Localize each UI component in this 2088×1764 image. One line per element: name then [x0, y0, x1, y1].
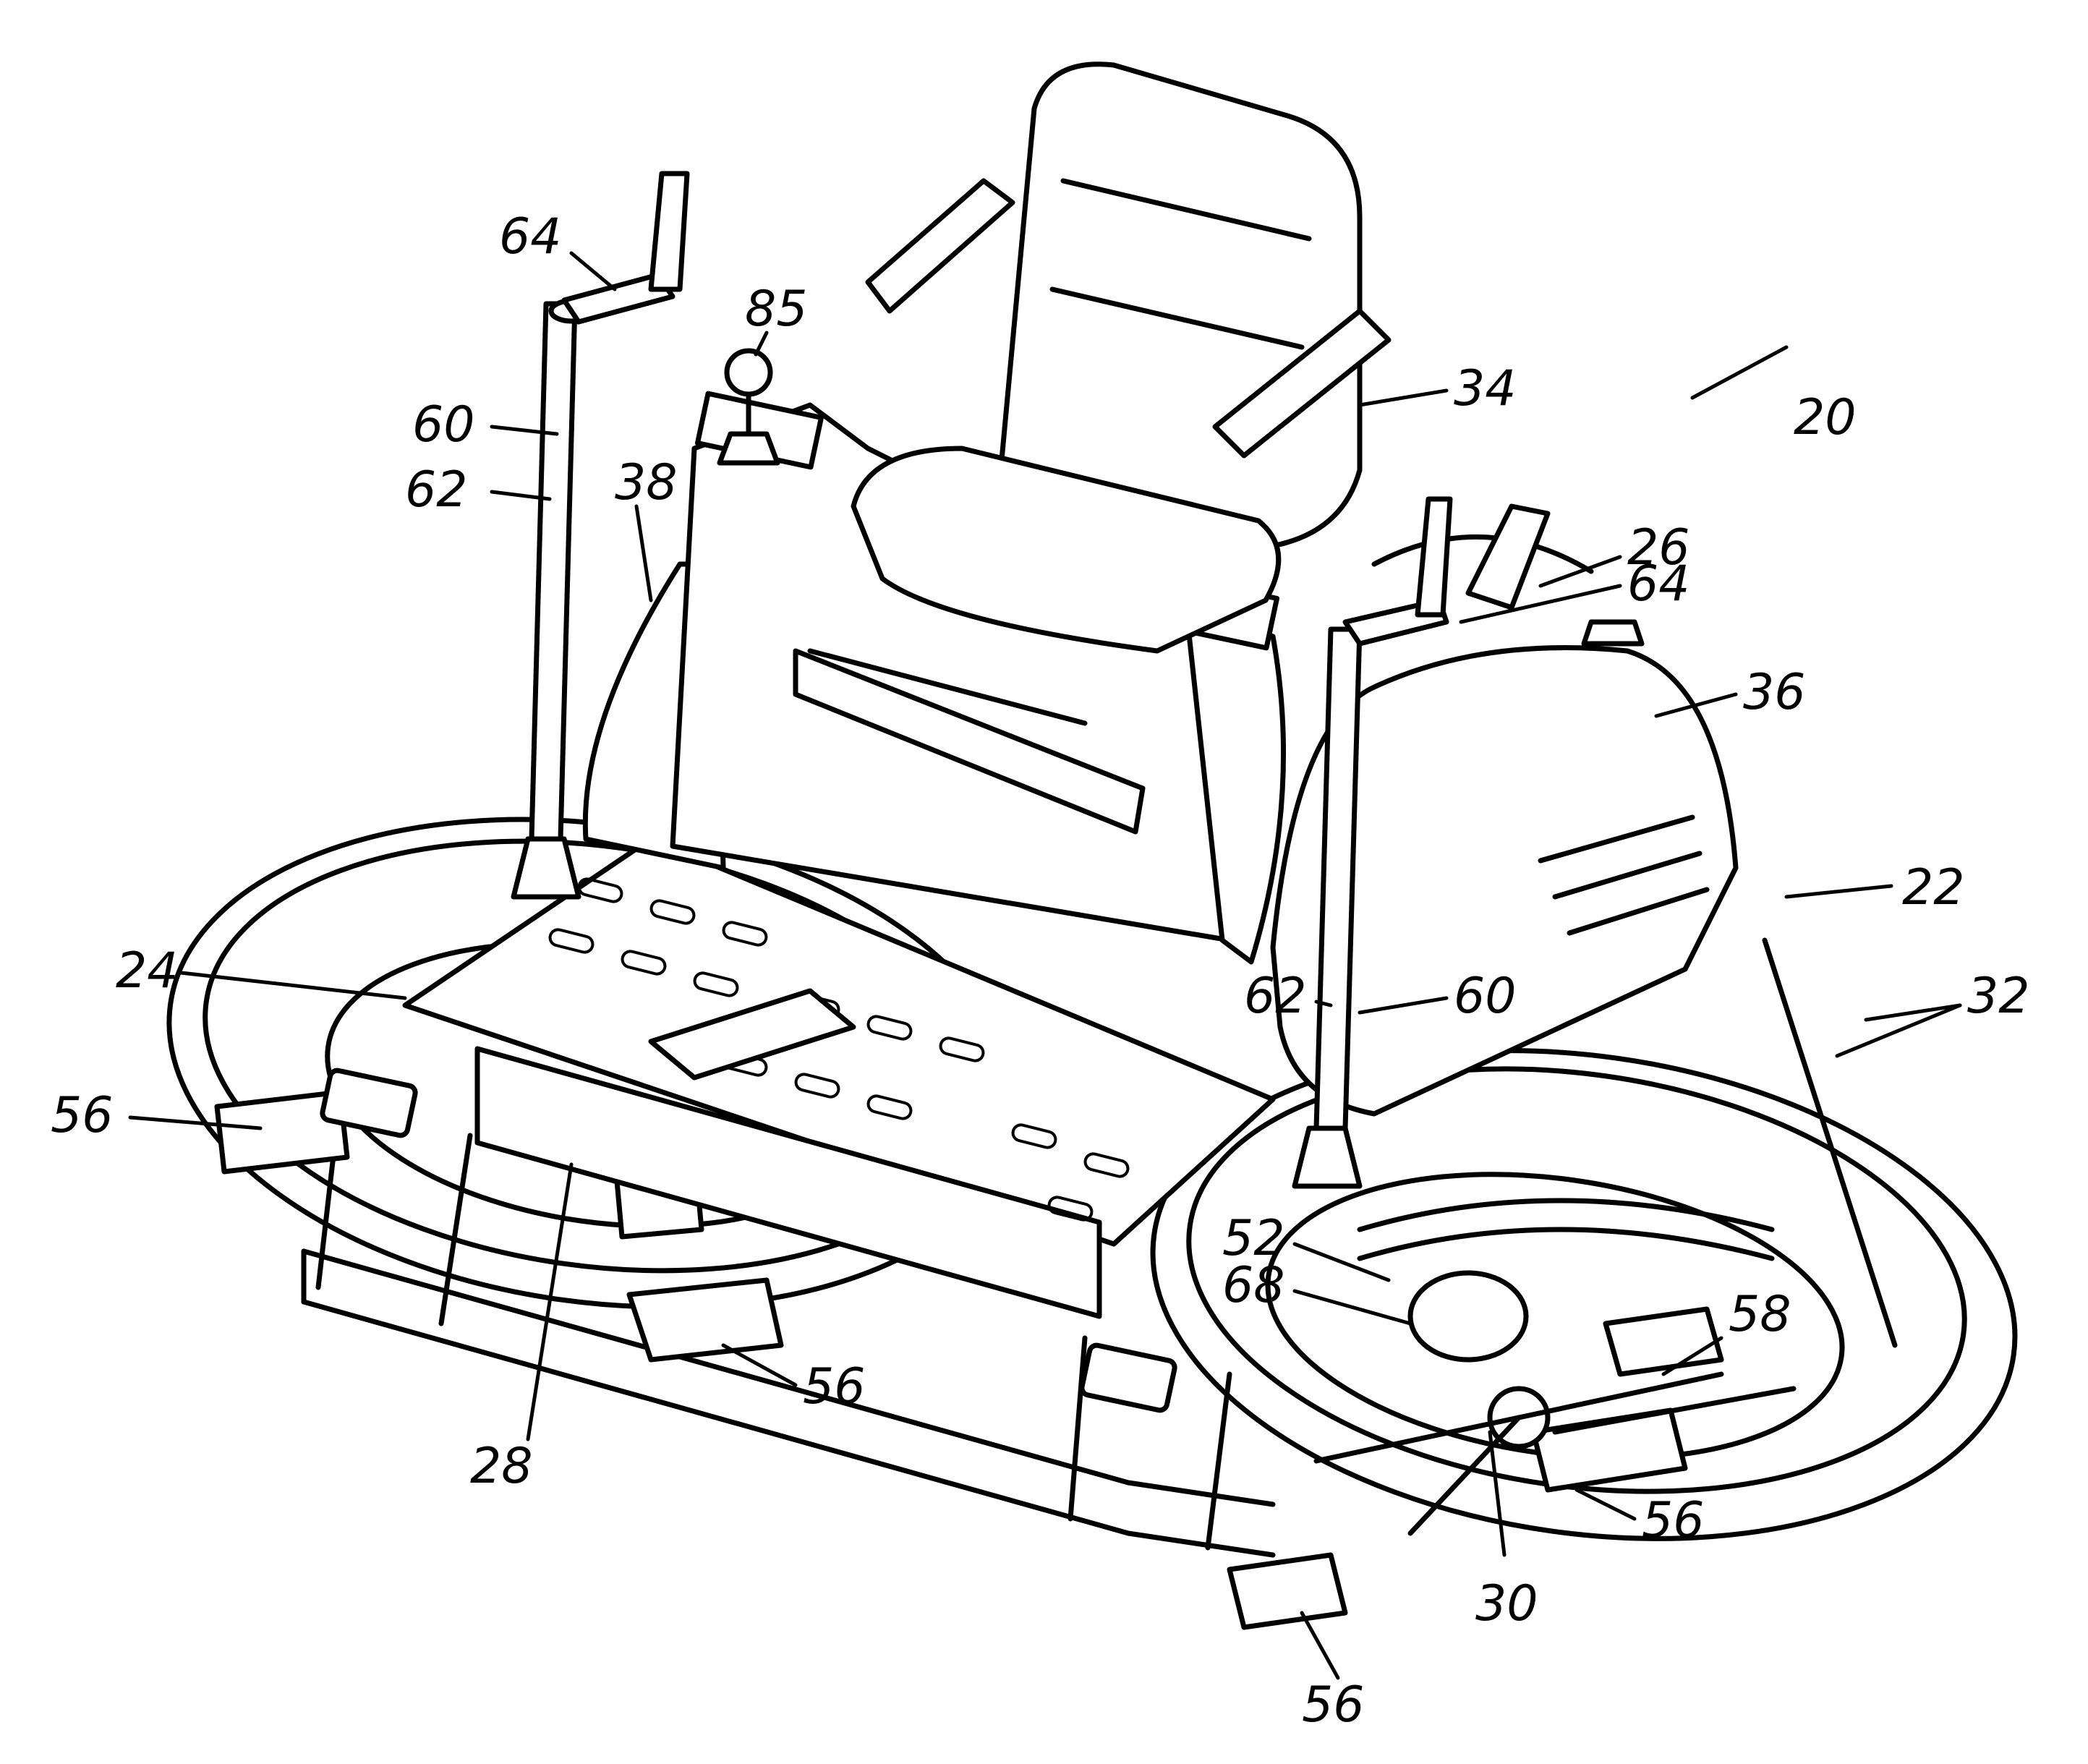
numeral-60-right: 60	[1454, 968, 1517, 1025]
numeral-34: 34	[1454, 360, 1517, 417]
leader-56-right	[1577, 1490, 1635, 1519]
numeral-32: 32	[1967, 968, 2030, 1025]
leader-64-left	[571, 253, 615, 289]
frame-upright-4	[1208, 1374, 1230, 1548]
numeral-58: 58	[1729, 1286, 1791, 1343]
numeral-28: 28	[470, 1438, 533, 1495]
leader-38	[636, 506, 651, 600]
numeral-62-left: 62	[405, 461, 468, 519]
left-lever-boot	[514, 839, 579, 897]
numeral-56-bottom: 56	[1302, 1676, 1365, 1734]
right-lever-handle[interactable]	[1418, 499, 1450, 615]
numeral-64-left: 64	[499, 208, 562, 265]
rear-pedal-26	[1468, 506, 1548, 608]
drive-arm-lower	[1360, 1230, 1772, 1258]
leader-52	[1295, 1244, 1389, 1280]
numeral-56-left: 56	[51, 1087, 114, 1144]
leader-26	[1541, 557, 1620, 586]
right-lever-boot	[1295, 1128, 1360, 1186]
numeral-56-front: 56	[803, 1358, 866, 1415]
numeral-64-right: 64	[1627, 555, 1690, 613]
leader-56-bottom	[1302, 1613, 1338, 1678]
joystick-boot	[720, 434, 777, 463]
numeral-62-right: 62	[1244, 968, 1307, 1025]
joystick-knob[interactable]	[727, 351, 770, 394]
numeral-20: 20	[1794, 389, 1857, 446]
gearbox	[1410, 1273, 1526, 1360]
frame-upright-3	[1070, 1338, 1085, 1519]
left-lever-handle[interactable]	[651, 174, 687, 289]
leader-68	[1295, 1291, 1410, 1324]
frame-right-strut	[1765, 940, 1895, 1345]
numeral-38: 38	[615, 454, 678, 511]
numeral-56-right: 56	[1642, 1492, 1705, 1549]
leader-22	[1786, 886, 1891, 897]
leader-30	[1490, 1432, 1504, 1555]
leader-32-b	[1837, 1005, 1960, 1056]
trowel-blade-bottom	[1230, 1555, 1345, 1627]
leader-34	[1360, 391, 1446, 405]
fuel-cap	[1584, 622, 1642, 644]
numeral-24: 24	[116, 942, 179, 1000]
left-armrest	[868, 181, 1013, 311]
left-lever-tube	[532, 304, 575, 839]
trowel-blade-rear	[1606, 1309, 1721, 1374]
front-light-right	[1081, 1344, 1176, 1411]
spider-arm-2	[1519, 1374, 1721, 1418]
numeral-85: 85	[745, 281, 808, 338]
numeral-60-left: 60	[412, 396, 475, 453]
numeral-68: 68	[1222, 1257, 1285, 1314]
frame-front-rail-lower	[304, 1302, 1273, 1555]
drive-arm	[1360, 1201, 1772, 1230]
numeral-22: 22	[1902, 859, 1965, 916]
numeral-36: 36	[1743, 664, 1806, 721]
numeral-30: 30	[1475, 1575, 1538, 1632]
leader-20	[1692, 347, 1786, 398]
trowel-blade-front	[629, 1280, 781, 1360]
